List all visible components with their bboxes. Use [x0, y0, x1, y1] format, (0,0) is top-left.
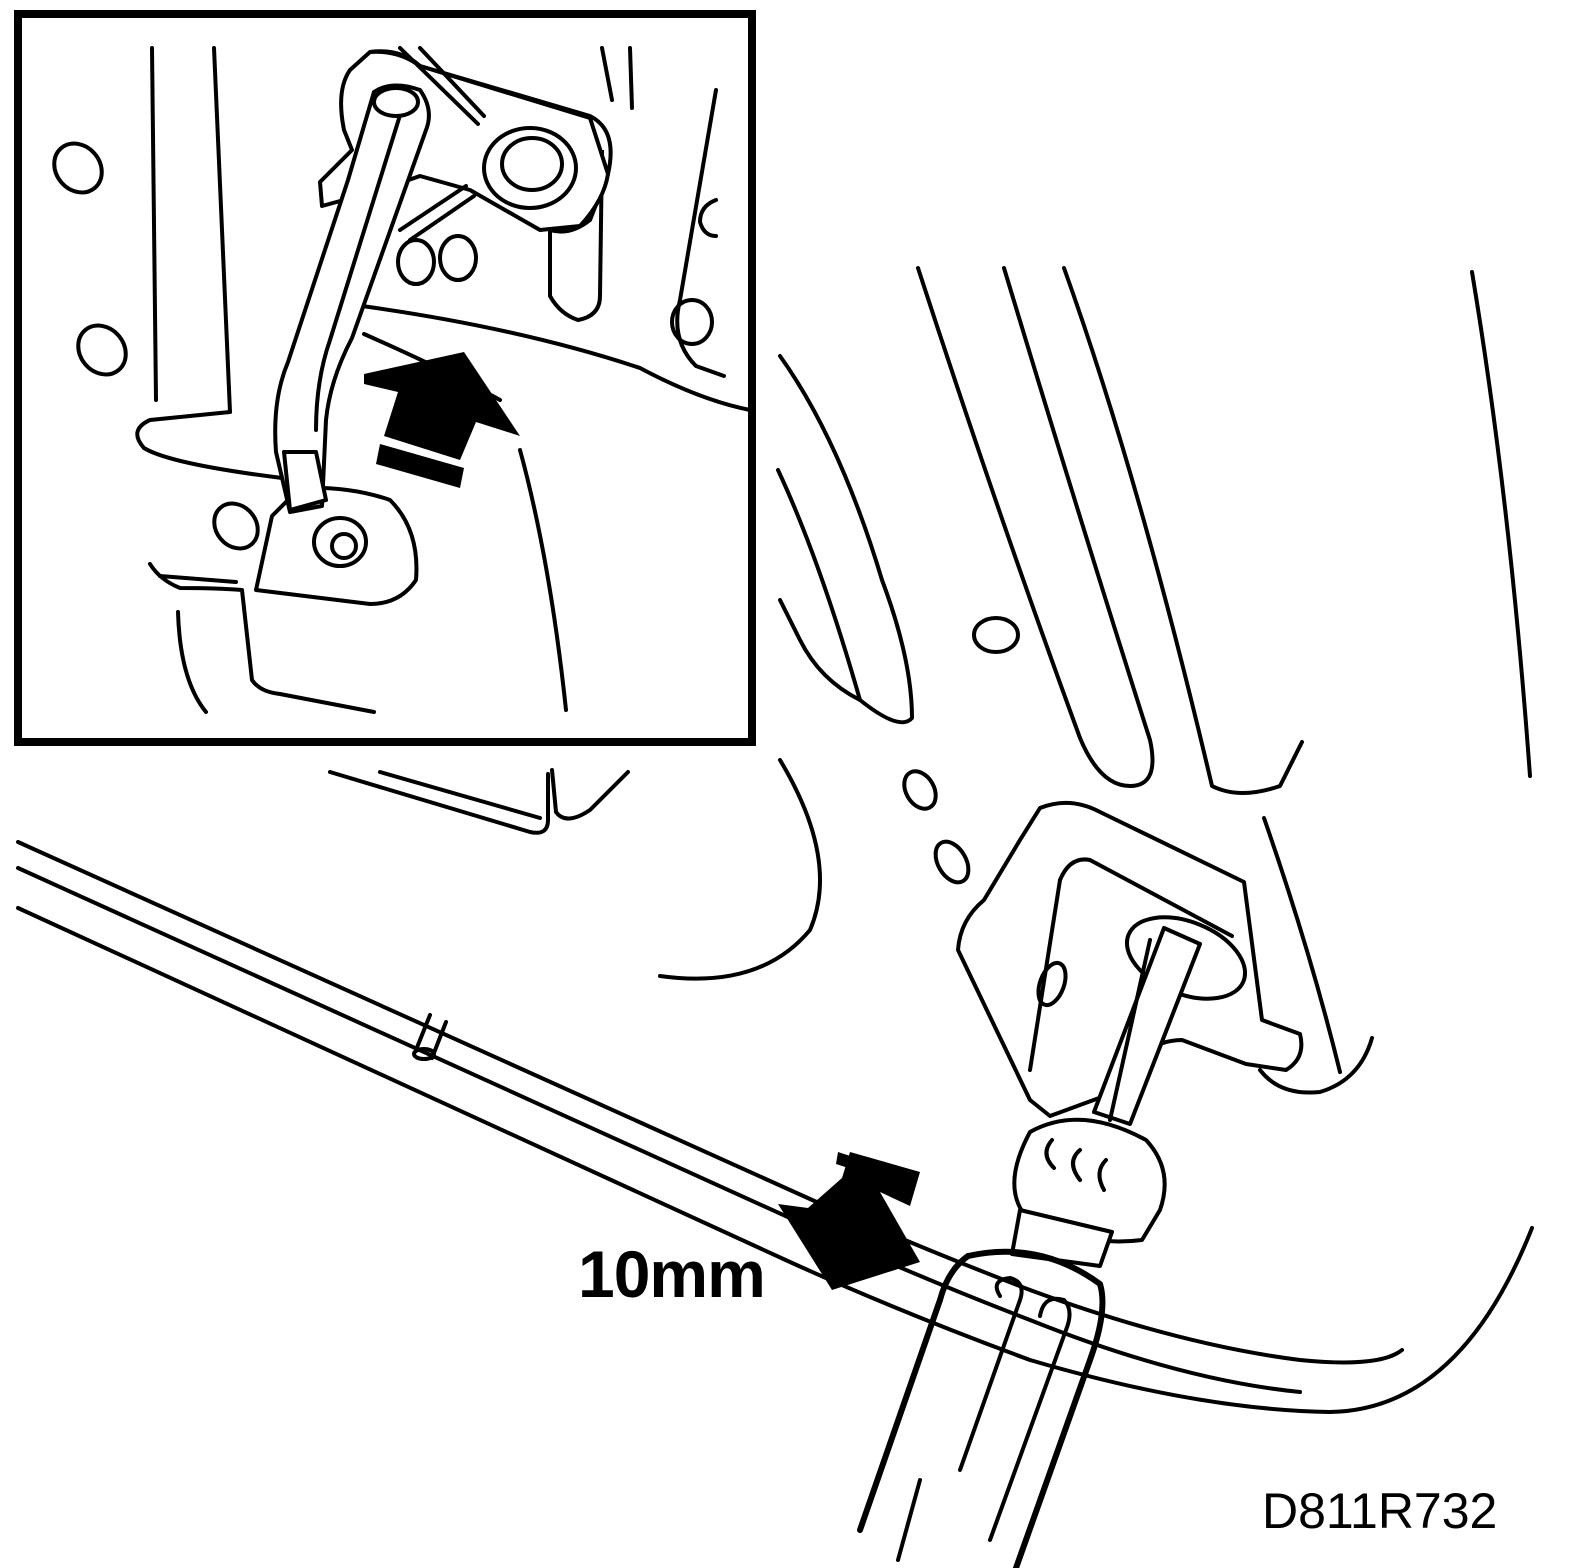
figure-id: D811R732: [1262, 1483, 1498, 1539]
screwdriver: [857, 926, 1202, 1568]
hinge-bracket: [956, 800, 1304, 1118]
arrow-down-left-icon: [778, 1152, 920, 1290]
inset-detail: [52, 46, 752, 714]
seat-frame: [328, 266, 1532, 1095]
seat-rail: [16, 840, 1534, 1414]
dimension-label: 10mm: [578, 1237, 766, 1311]
arrow-up-right-icon: [364, 352, 520, 488]
